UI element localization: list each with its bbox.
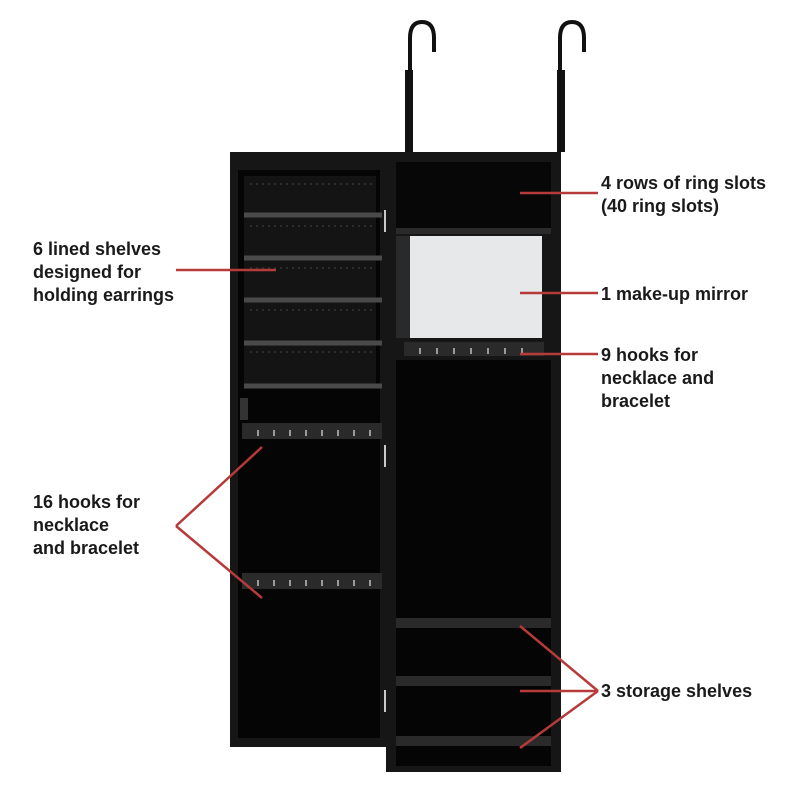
- callout-pointers: [175, 191, 599, 750]
- hook-bar-bottom: [242, 573, 382, 589]
- earring-holes: [250, 183, 372, 353]
- callout-earring-shelves: 6 lined shelves designed for holding ear…: [33, 239, 175, 305]
- storage-shelf-3: [396, 736, 551, 746]
- ring-slots-compartment: [396, 162, 551, 230]
- storage-shelf-2: [396, 676, 551, 686]
- callout-makeup-mirror: 1 make-up mirror: [601, 284, 749, 304]
- makeup-mirror: [410, 236, 542, 338]
- callout-storage-shelves: 3 storage shelves: [601, 681, 753, 701]
- hook-strap-left: [405, 70, 413, 152]
- storage-shelf-1: [396, 618, 551, 628]
- over-door-hooks: [408, 19, 586, 148]
- door-lock: [240, 398, 248, 420]
- earring-panel: [244, 176, 376, 386]
- callout-necklace-hooks-9: 9 hooks for necklace and bracelet: [601, 345, 715, 411]
- earring-shelves: [244, 212, 382, 389]
- callout-ring-slots: 4 rows of ring slots (40 ring slots): [601, 173, 767, 216]
- callout-necklace-hooks-16: 16 hooks for necklace and bracelet: [33, 492, 141, 558]
- hook-strap-right: [557, 70, 565, 152]
- cabinet-door: [230, 152, 390, 747]
- hook-bar-top: [242, 423, 382, 439]
- lower-compartment: [396, 360, 551, 618]
- necklace-hook-bar: [404, 342, 544, 356]
- cabinet-body: [386, 152, 561, 772]
